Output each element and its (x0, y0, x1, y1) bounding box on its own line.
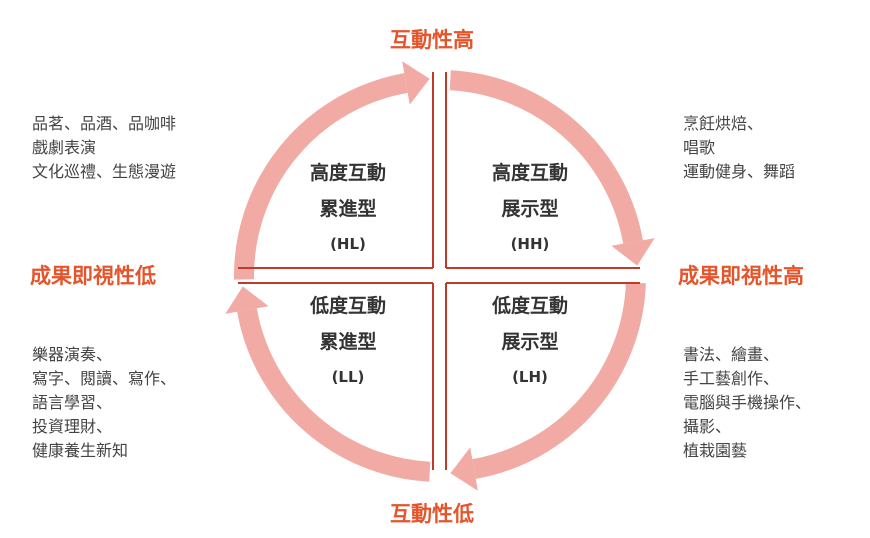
example-item: 寫字、閱讀、寫作、 (32, 369, 177, 388)
example-item: 樂器演奏、 (32, 345, 113, 364)
arrow-to-top-head-icon (402, 61, 430, 105)
arrow-to-left-head-icon (225, 286, 269, 314)
quadrant-code: (LL) (331, 368, 365, 386)
quadrant-type: 展示型 (501, 331, 559, 353)
quadrant-hh: 高度互動 展示型 (HH) (455, 155, 605, 253)
example-item: 攝影、 (683, 417, 732, 436)
example-item: 運動健身、舞蹈 (683, 162, 796, 181)
arrow-to-bottom-head-icon (450, 447, 478, 491)
quadrant-type: 累進型 (319, 331, 377, 353)
example-item: 文化巡禮、生態漫遊 (32, 162, 177, 181)
quadrant-lh: 低度互動 展示型 (LH) (455, 288, 605, 386)
arrow-to-left-arc (237, 308, 431, 482)
arrow-to-bottom-arc (472, 282, 646, 479)
example-item: 品茗、品酒、品咖啡 (32, 114, 177, 133)
quadrant-code: (HH) (510, 235, 550, 253)
axis-label-bottom: 互動性低 (390, 502, 474, 526)
quadrant-code: (HL) (330, 235, 366, 253)
quadrant-title: 低度互動 (491, 295, 568, 317)
arrow-to-right-head-icon (611, 238, 655, 266)
example-item: 電腦與手機操作、 (683, 393, 812, 412)
quadrant-ll: 低度互動 累進型 (LL) (273, 288, 423, 386)
example-item: 植栽園藝 (683, 441, 748, 460)
example-item: 手工藝創作、 (683, 369, 780, 388)
example-item: 書法、繪畫、 (683, 345, 780, 364)
quadrant-title: 高度互動 (491, 162, 568, 184)
examples-hh: 烹飪烘焙、 唱歌 運動健身、舞蹈 (683, 112, 795, 184)
axis-label-left: 成果即視性低 (30, 264, 156, 288)
example-item: 烹飪烘焙、 (683, 114, 764, 133)
example-item: 戲劇表演 (32, 138, 97, 157)
examples-ll: 樂器演奏、 寫字、閱讀、寫作、 語言學習、 投資理財、 健康養生新知 (32, 343, 176, 463)
quadrant-code: (LH) (512, 368, 548, 386)
axis-label-right: 成果即視性高 (678, 264, 804, 288)
quadrant-title: 低度互動 (309, 295, 386, 317)
axis-label-top: 互動性高 (390, 28, 474, 52)
quadrant-title: 高度互動 (309, 162, 386, 184)
example-item: 唱歌 (683, 138, 716, 157)
arrow-to-right-arc (449, 70, 643, 244)
quadrant-type: 展示型 (501, 198, 559, 220)
example-item: 健康養生新知 (32, 441, 129, 460)
arrow-to-top-arc (234, 73, 408, 280)
examples-hl: 品茗、品酒、品咖啡 戲劇表演 文化巡禮、生態漫遊 (32, 112, 176, 184)
examples-lh: 書法、繪畫、 手工藝創作、 電腦與手機操作、 攝影、 植栽園藝 (683, 343, 811, 463)
quadrant-hl: 高度互動 累進型 (HL) (273, 155, 423, 253)
quadrant-type: 累進型 (319, 198, 377, 220)
example-item: 語言學習、 (32, 393, 113, 412)
example-item: 投資理財、 (32, 417, 113, 436)
